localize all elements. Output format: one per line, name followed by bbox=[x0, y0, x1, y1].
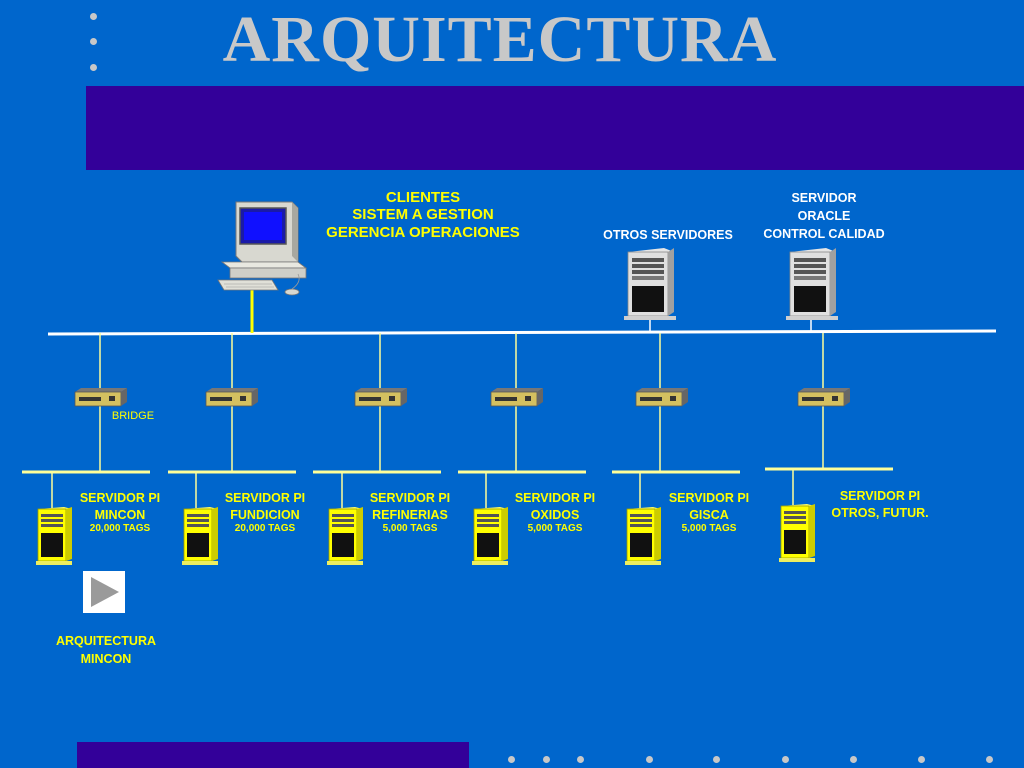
pi-server-label-line1: SERVIDOR PI bbox=[668, 491, 750, 505]
clients-label-line1: CLIENTES bbox=[385, 189, 461, 206]
oracle-server-label: SERVIDOR ORACLE CONTROL CALIDAD bbox=[748, 189, 900, 243]
pi-server-label-line2: REFINERIAS bbox=[372, 508, 448, 523]
pi-server-icon bbox=[779, 500, 817, 564]
link-label-line1: ARQUITECTURA bbox=[56, 634, 156, 648]
bridge-label: BRIDGE bbox=[111, 410, 155, 422]
oracle-label-line2: ORACLE bbox=[797, 209, 851, 224]
footer-band bbox=[77, 742, 469, 768]
pi-server-label-line2: GISCA bbox=[689, 508, 729, 523]
title-band bbox=[86, 86, 1024, 170]
pi-server-label-refinerias: SERVIDOR PI REFINERIAS 5,000 TAGS bbox=[356, 491, 464, 534]
oracle-label-line1: SERVIDOR bbox=[791, 191, 857, 205]
decor-dot bbox=[646, 756, 653, 763]
decor-dot bbox=[850, 756, 857, 763]
pi-server-icon bbox=[327, 503, 365, 567]
pi-server-icon bbox=[182, 503, 220, 567]
play-arrow-icon bbox=[91, 577, 119, 607]
pi-server-label-line2: OXIDOS bbox=[530, 508, 580, 523]
decor-dot bbox=[986, 756, 993, 763]
pi-server-label-gisca: SERVIDOR PI GISCA 5,000 TAGS bbox=[655, 491, 763, 534]
decor-dot bbox=[782, 756, 789, 763]
network-hub-icon bbox=[489, 386, 545, 408]
pi-server-label-line2: MINCON bbox=[94, 508, 146, 523]
decor-dot bbox=[508, 756, 515, 763]
pi-server-tags: 5,000 TAGS bbox=[527, 522, 583, 534]
pi-server-tags: 20,000 TAGS bbox=[89, 522, 151, 534]
pi-server-label-line1: SERVIDOR PI bbox=[514, 491, 596, 505]
decor-dot bbox=[90, 38, 97, 45]
pi-server-label-line1: SERVIDOR PI bbox=[369, 491, 451, 505]
decor-dot bbox=[90, 64, 97, 71]
backbone-line bbox=[47, 329, 997, 336]
decor-dot bbox=[918, 756, 925, 763]
network-hub-icon bbox=[796, 386, 852, 408]
pi-server-label-line1: SERVIDOR PI bbox=[79, 491, 161, 505]
clients-label-line2: SISTEM A GESTION bbox=[352, 206, 494, 224]
decor-dot bbox=[90, 13, 97, 20]
other-servers-label: OTROS SERVIDORES bbox=[603, 228, 733, 242]
pi-server-tags: 20,000 TAGS bbox=[234, 522, 296, 534]
decor-dot bbox=[577, 756, 584, 763]
slide-title: ARQUITECTURA bbox=[222, 3, 778, 76]
pi-server-label-fundicion: SERVIDOR PI FUNDICION 20,000 TAGS bbox=[211, 491, 319, 534]
network-hub-icon bbox=[73, 386, 129, 408]
oracle-label-line3: CONTROL CALIDAD bbox=[763, 227, 885, 242]
pi-server-icon bbox=[472, 503, 510, 567]
pi-server-label-oxidos: SERVIDOR PI OXIDOS 5,000 TAGS bbox=[501, 491, 609, 534]
pi-server-label-line1: SERVIDOR PI bbox=[839, 489, 921, 503]
server-tower-icon bbox=[624, 246, 678, 322]
pi-server-label-mincon: SERVIDOR PI MINCON 20,000 TAGS bbox=[66, 491, 174, 534]
client-pc-icon bbox=[212, 198, 312, 298]
pi-server-tags: 5,000 TAGS bbox=[681, 522, 737, 534]
arquitectura-mincon-link-label[interactable]: ARQUITECTURA MINCON bbox=[36, 632, 176, 668]
clients-label: CLIENTES SISTEM A GESTION GERENCIA OPERA… bbox=[300, 189, 546, 241]
pi-server-label-line2: OTROS, FUTUR. bbox=[831, 506, 929, 521]
pi-server-icon bbox=[36, 503, 74, 567]
pi-server-label-line1: SERVIDOR PI bbox=[224, 491, 306, 505]
server-tower-icon bbox=[786, 246, 840, 322]
network-hub-icon bbox=[353, 386, 409, 408]
link-label-line2: MINCON bbox=[80, 652, 132, 667]
pi-server-icon bbox=[625, 503, 663, 567]
arquitectura-mincon-link-button[interactable] bbox=[83, 571, 125, 613]
pi-server-tags: 5,000 TAGS bbox=[382, 522, 438, 534]
pi-server-label-line2: FUNDICION bbox=[230, 508, 300, 523]
decor-dot bbox=[713, 756, 720, 763]
pi-server-label-otros: SERVIDOR PI OTROS, FUTUR. bbox=[814, 489, 946, 521]
network-hub-icon bbox=[634, 386, 690, 408]
network-hub-icon bbox=[204, 386, 260, 408]
decor-dot bbox=[543, 756, 550, 763]
clients-label-line3: GERENCIA OPERACIONES bbox=[326, 223, 520, 241]
